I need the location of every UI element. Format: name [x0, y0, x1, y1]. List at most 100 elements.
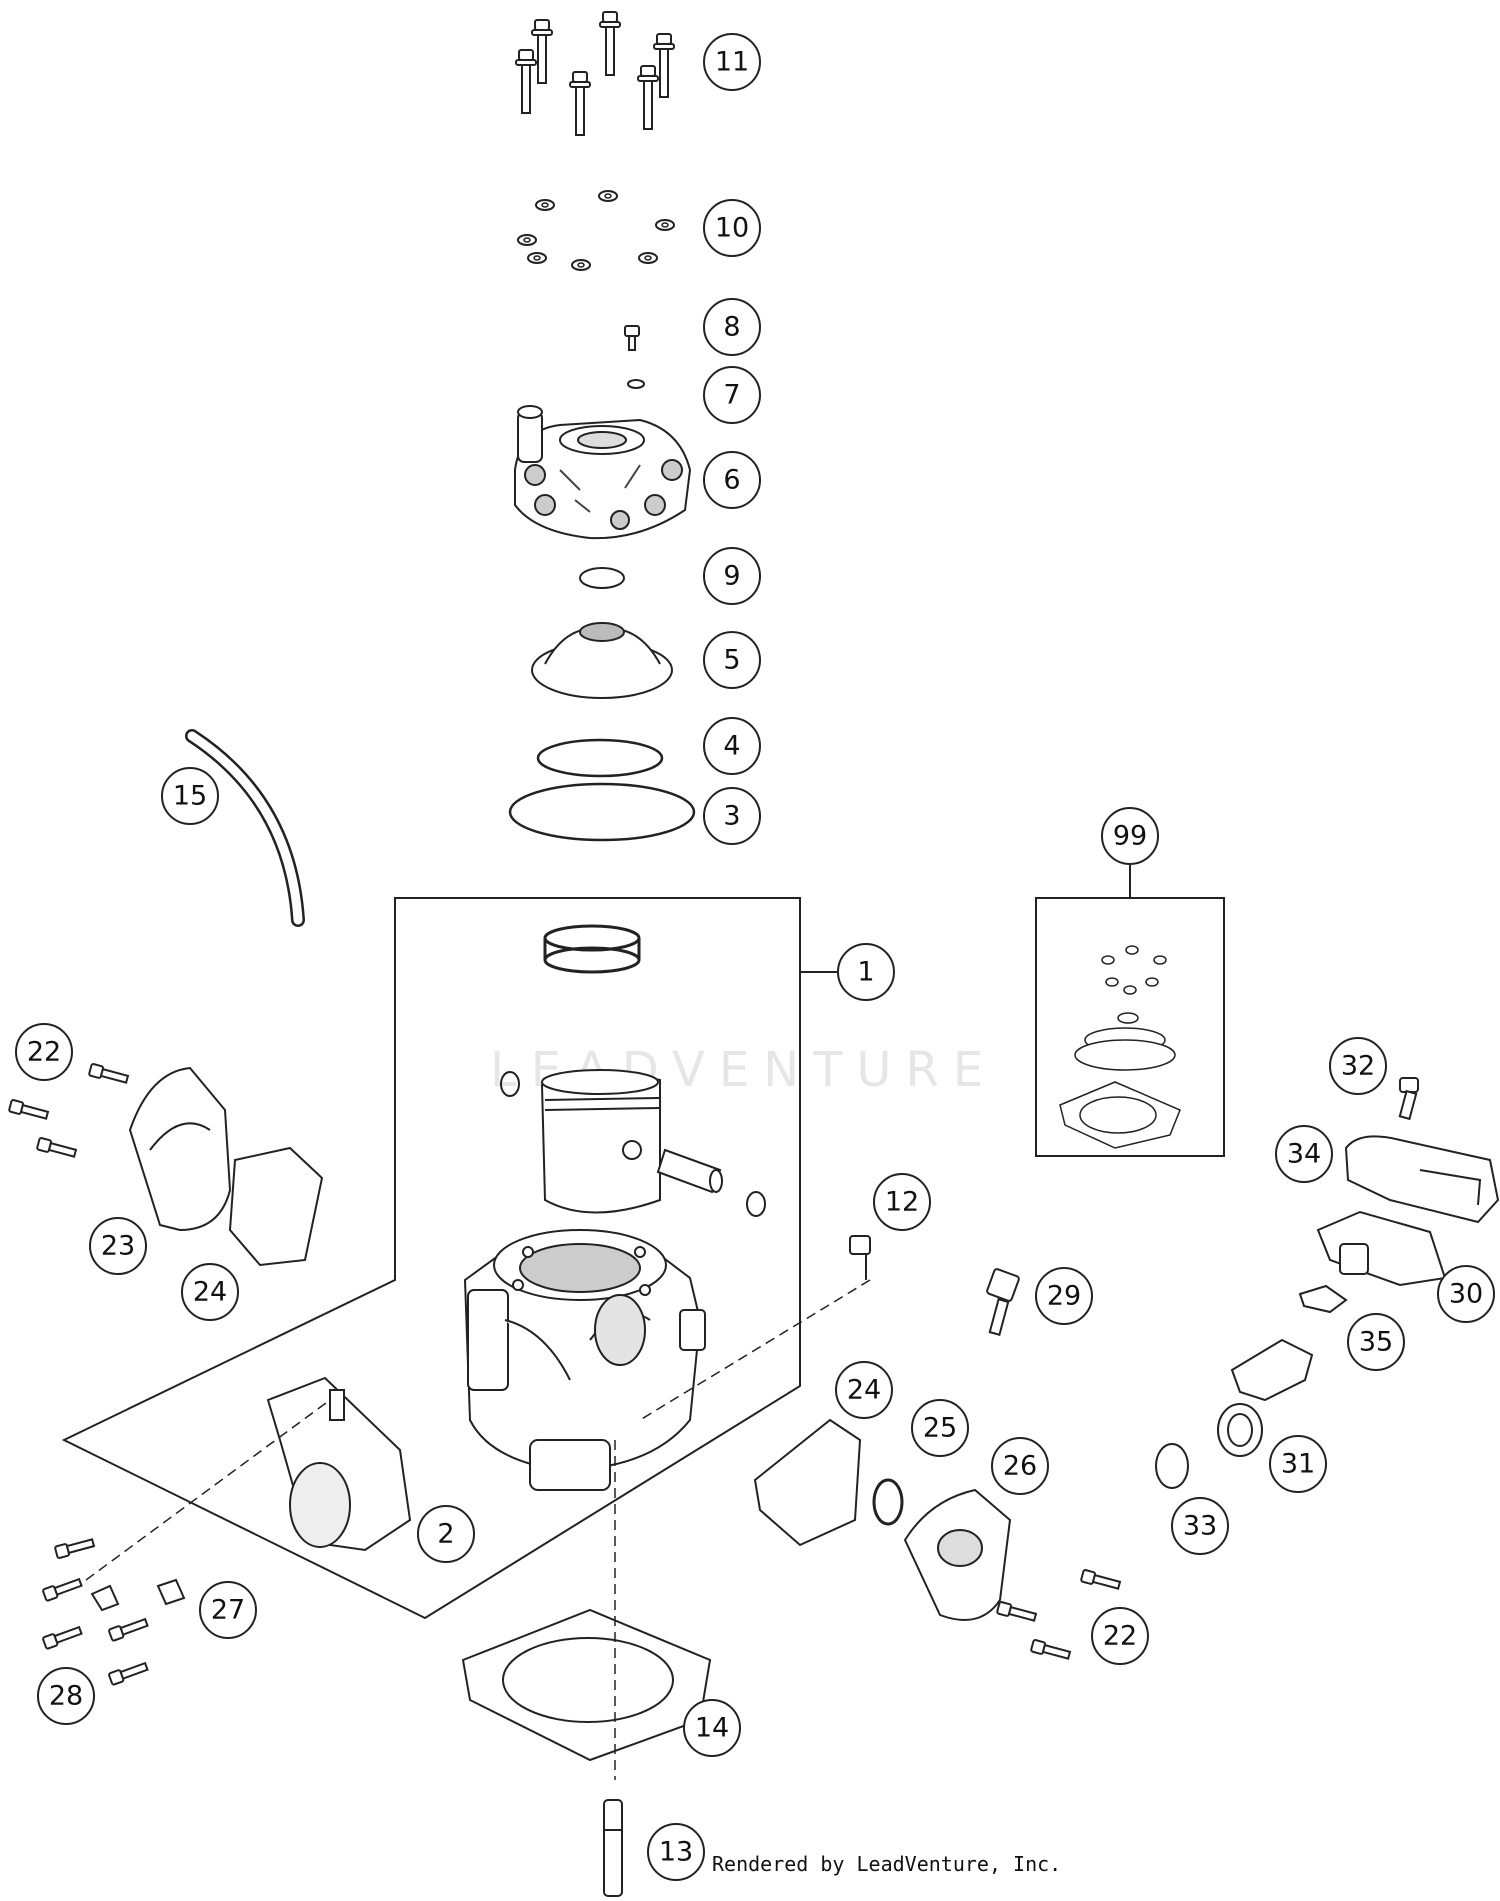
callout-3: 3 [703, 787, 761, 845]
hose-clamp [1155, 1443, 1189, 1489]
callout-number: 27 [211, 1595, 245, 1626]
coolant-hose [185, 729, 305, 927]
callout-circle [703, 717, 761, 775]
callout-number: 3 [723, 801, 740, 832]
head-o-ring [579, 567, 625, 589]
callout-number: 5 [723, 645, 740, 676]
callout-circle [37, 1667, 95, 1725]
callout-26: 26 [991, 1437, 1049, 1495]
clamp-brackets [90, 1578, 186, 1612]
callout-number: 12 [885, 1187, 919, 1218]
callout-33: 33 [1171, 1497, 1229, 1555]
callout-number: 26 [1003, 1451, 1037, 1482]
callout-number: 7 [723, 380, 740, 411]
callout-27: 27 [199, 1581, 257, 1639]
callout-circle [181, 1263, 239, 1321]
callout-number: 2 [437, 1519, 454, 1550]
intake-spacer [1298, 1284, 1348, 1314]
callout-13: 13 [647, 1823, 705, 1881]
callout-number: 22 [1103, 1621, 1137, 1652]
callout-number: 22 [27, 1037, 61, 1068]
callout-circle [89, 1217, 147, 1275]
callout-24: 24 [181, 1263, 239, 1321]
callout-number: 31 [1281, 1449, 1315, 1480]
callout-circle [703, 787, 761, 845]
callout-31: 31 [1269, 1435, 1327, 1493]
cylinder-nut [849, 1235, 871, 1280]
callout-circle [199, 1581, 257, 1639]
left-bolts [7, 1062, 130, 1161]
callout-4: 4 [703, 717, 761, 775]
callout-circle [703, 199, 761, 257]
callout-number: 6 [723, 465, 740, 496]
callout-circle [703, 298, 761, 356]
lower-left-bolts [41, 1535, 150, 1687]
callout-number: 8 [723, 312, 740, 343]
callout-22: 22 [1091, 1607, 1149, 1665]
callout-number: 30 [1449, 1279, 1483, 1310]
callout-circle [703, 451, 761, 509]
callout-number: 28 [49, 1681, 83, 1712]
callout-5: 5 [703, 631, 761, 689]
callout-number: 29 [1047, 1281, 1081, 1312]
callout-number: 24 [193, 1277, 227, 1308]
callout-circle [703, 33, 761, 91]
callout-34: 34 [1275, 1125, 1333, 1183]
callout-circle [1101, 807, 1159, 865]
callout-10: 10 [703, 199, 761, 257]
callout-number: 35 [1359, 1327, 1393, 1358]
callout-circle [991, 1437, 1049, 1495]
callout-15: 15 [161, 767, 219, 825]
callout-28: 28 [37, 1667, 95, 1725]
callout-99: 99 [1101, 807, 1159, 865]
throttle-body [1316, 1210, 1447, 1287]
power-valve-cover-right [903, 1488, 1012, 1621]
temperature-sensor [986, 1268, 1020, 1336]
reed-valve-block [1344, 1135, 1500, 1224]
callout-12: 12 [873, 1173, 931, 1231]
cylinder-head [514, 405, 692, 540]
callout-25: 25 [911, 1399, 969, 1457]
callout-circle [1347, 1313, 1405, 1371]
callout-circle [1275, 1125, 1333, 1183]
callout-number: 14 [695, 1713, 729, 1744]
callout-6: 6 [703, 451, 761, 509]
cover-gasket-right [753, 1418, 862, 1547]
reed-screw [1398, 1077, 1419, 1121]
circlip-right [746, 1191, 766, 1217]
callout-number: 99 [1113, 821, 1147, 852]
callout-30: 30 [1437, 1265, 1495, 1323]
callout-circle [911, 1399, 969, 1457]
callout-number: 9 [723, 561, 740, 592]
callout-circle [683, 1699, 741, 1757]
callout-29: 29 [1035, 1267, 1093, 1325]
callout-circle [837, 943, 895, 1001]
piston [540, 1069, 661, 1214]
callout-9: 9 [703, 547, 761, 605]
callout-number: 10 [715, 213, 749, 244]
cylinder [463, 1229, 706, 1491]
callout-circle [1269, 1435, 1327, 1493]
gasket-kit-contents [1059, 945, 1181, 1149]
callout-number: 25 [923, 1413, 957, 1444]
callout-32: 32 [1329, 1037, 1387, 1095]
callout-number: 11 [715, 47, 749, 78]
cylinder-kit-outline [61, 897, 801, 1620]
power-valve-cover-left [128, 1066, 232, 1232]
callout-35: 35 [1347, 1313, 1405, 1371]
callout-circle [1091, 1607, 1149, 1665]
callout-2: 2 [417, 1505, 475, 1563]
callout-number: 34 [1287, 1139, 1321, 1170]
small-o-ring [627, 379, 645, 389]
callout-number: 15 [173, 781, 207, 812]
large-o-ring-lower [508, 782, 696, 842]
callout-23: 23 [89, 1217, 147, 1275]
cover-gasket-left [228, 1146, 324, 1267]
cover-o-ring [872, 1478, 904, 1526]
head-washers [517, 190, 675, 271]
base-gasket [461, 1608, 712, 1762]
combustion-chamber-insert [531, 622, 673, 699]
callout-circle [1171, 1497, 1229, 1555]
intake-manifold [266, 1376, 412, 1552]
callout-8: 8 [703, 298, 761, 356]
